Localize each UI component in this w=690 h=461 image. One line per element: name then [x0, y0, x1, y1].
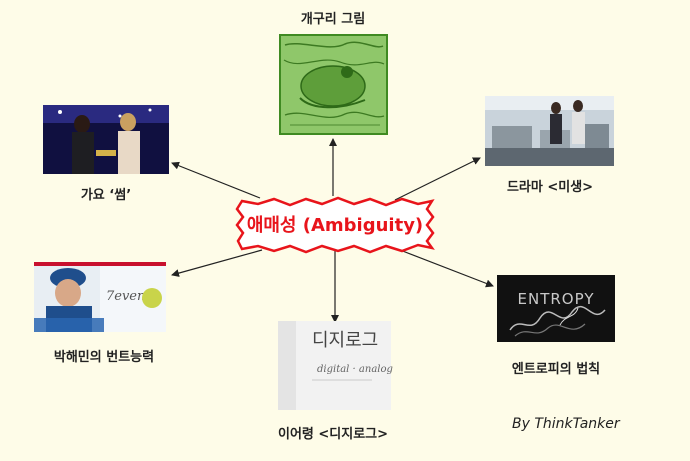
credit-text: By ThinkTanker	[512, 416, 620, 432]
arrow-to-drama	[394, 157, 481, 201]
baseball-label: 박해민의 번트능력	[53, 350, 155, 365]
digilog-label: 이어령 <디지로그>	[277, 427, 389, 442]
drama-image	[485, 96, 614, 166]
baseball-image-text: 7even	[106, 289, 145, 304]
drama-label: 드라마 <미생>	[506, 180, 594, 195]
arrow-to-entropy	[399, 249, 494, 288]
entropy-label: 엔트로피의 법칙	[511, 362, 601, 377]
arrows	[171, 138, 494, 323]
baseball-image: 7even	[34, 262, 166, 332]
digilog-image-text: 디지로그	[312, 330, 378, 351]
song-image	[43, 105, 169, 174]
center-node: 애매성 (Ambiguity)	[235, 196, 435, 254]
frog-label: 개구리 그림	[300, 12, 366, 27]
digilog-image-subtext: digital · analog	[317, 364, 393, 375]
entropy-image: ENTROPY	[497, 275, 615, 342]
entropy-image-text: ENTROPY	[518, 290, 595, 308]
digilog-image: 디지로그 digital · analog	[278, 321, 393, 410]
center-label: 애매성 (Ambiguity)	[247, 215, 423, 236]
frog-image	[279, 34, 388, 135]
center-badge-shape	[235, 196, 435, 254]
arrow-to-baseball	[171, 249, 263, 277]
arrow-to-song	[171, 161, 261, 199]
song-label: 가요 ‘썸’	[80, 188, 132, 203]
